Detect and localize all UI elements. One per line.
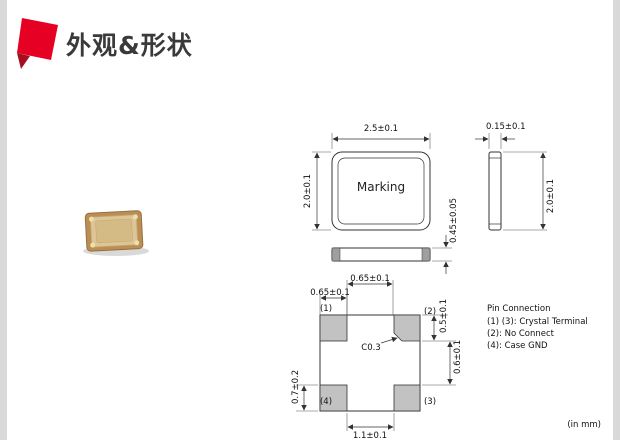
top-view: Marking	[331, 151, 431, 231]
red-ribbon-icon	[17, 18, 58, 69]
dim-top-width-label: 2.5±0.1	[364, 124, 398, 134]
pin-connection-line-1: (1) (3): Crystal Terminal	[487, 317, 588, 327]
unit-note: (in mm)	[567, 420, 601, 430]
dim-end-height: 2.0±0.1	[503, 151, 556, 231]
dim-pad-height-top: 0.5±0.1	[422, 299, 456, 342]
chamfer-label: C0.3	[361, 343, 380, 353]
dim-pad-gap-horizontal-label: 1.1±0.1	[353, 431, 387, 440]
page-margin-right	[613, 0, 620, 440]
page-title: 外观&形状	[66, 31, 193, 60]
top-view-body	[331, 151, 431, 231]
pin-connection-line-3: (4): Case GND	[487, 341, 548, 351]
dim-pad-height-bottom-label: 0.7±0.2	[291, 370, 301, 404]
marking-label: Marking	[357, 180, 405, 194]
ribbon-fold	[17, 53, 30, 69]
pad-1	[319, 314, 348, 342]
dim-end-width: 0.15±0.1	[475, 122, 526, 149]
pin-connection-note: Pin Connection (1) (3): Crystal Terminal…	[487, 304, 588, 351]
front-view-terminal-left	[331, 247, 341, 262]
page-margin-left	[0, 0, 7, 440]
pad-2-chamfered	[393, 314, 421, 342]
bottom-view: (1) (2) (3) (4) C0.3	[319, 304, 436, 412]
dim-pad-gap-horizontal: 1.1±0.1	[346, 413, 395, 440]
chamfer-leader	[380, 336, 398, 344]
dim-pad-gap-vertical-label: 0.6±0.1	[453, 340, 463, 374]
dim-top-width: 2.5±0.1	[331, 124, 431, 149]
dim-pad-gap-vertical: 0.6±0.1	[422, 340, 463, 386]
dim-pad-pitch: 0.65±0.1	[346, 274, 394, 315]
corner-pad	[132, 214, 138, 220]
pin-connection-line-2: (2): No Connect	[487, 329, 555, 339]
dim-top-height: 2.0±0.1	[303, 151, 331, 231]
dim-front-thickness-label: 0.45±0.05	[449, 198, 459, 243]
front-view-body	[331, 247, 431, 262]
end-view	[488, 151, 502, 231]
corner-pad	[134, 240, 140, 246]
top-view-lid-seam	[337, 157, 425, 225]
dim-pad-pitch-label: 0.65±0.1	[350, 274, 390, 284]
dim-top-height-label: 2.0±0.1	[303, 174, 313, 208]
product-photo	[83, 210, 149, 256]
corner-pad	[90, 242, 96, 248]
ribbon-body	[17, 18, 58, 60]
dim-front-thickness: 0.45±0.05	[432, 198, 459, 274]
pin-1-label: (1)	[320, 304, 332, 314]
dim-end-height-label: 2.0±0.1	[546, 179, 556, 213]
end-view-body	[488, 151, 502, 231]
dim-pad-height-bottom: 0.7±0.2	[291, 370, 318, 412]
crystal-lid-inner	[95, 218, 133, 244]
dim-end-width-label: 0.15±0.1	[486, 122, 526, 132]
corner-pad	[88, 216, 94, 222]
dim-pad-height-top-label: 0.5±0.1	[439, 299, 449, 333]
pad-3	[393, 384, 421, 412]
pin-connection-title: Pin Connection	[487, 304, 550, 314]
pad-4	[319, 384, 348, 412]
pin-4-label: (4)	[320, 397, 332, 407]
front-view	[331, 247, 431, 262]
dim-pad-width: 0.65±0.1	[310, 288, 350, 315]
pin-2-label: (2)	[424, 307, 436, 317]
front-view-terminal-right	[421, 247, 431, 262]
pin-3-label: (3)	[424, 397, 436, 407]
dim-pad-width-label: 0.65±0.1	[310, 288, 350, 298]
